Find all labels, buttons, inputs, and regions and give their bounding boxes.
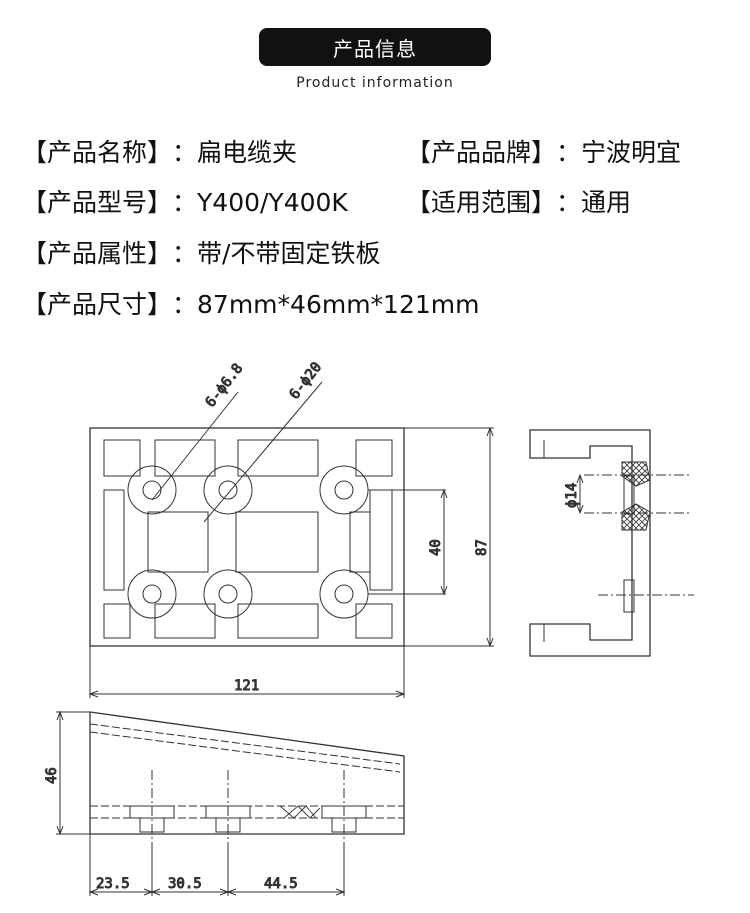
dim-121-label: 121 xyxy=(234,678,259,694)
scope-label: 【适用范围】 xyxy=(406,188,557,217)
dim-46-label: 46 xyxy=(44,767,60,784)
brand-label: 【产品品牌】 xyxy=(406,138,557,167)
dim-40-label: 40 xyxy=(428,539,444,556)
info-row-size: 【产品尺寸】：87mm*46mm*121mm xyxy=(22,290,479,320)
top-view: 46 23.5 30.5 44.5 xyxy=(44,710,405,896)
info-row-brand: 【产品品牌】：宁波明宜 xyxy=(406,138,681,168)
dim-23-5-label: 23.5 xyxy=(96,876,130,892)
info-row-attribute: 【产品属性】：带/不带固定铁板 xyxy=(22,239,380,269)
dim-30-5-label: 30.5 xyxy=(168,876,202,892)
section-title: 产品信息 xyxy=(259,28,491,66)
size-value: ：87mm*46mm*121mm xyxy=(172,290,480,319)
attribute-value: ：带/不带固定铁板 xyxy=(172,239,381,268)
name-value: ：扁电缆夹 xyxy=(172,138,298,167)
section-subtitle: Product information xyxy=(296,75,454,91)
model-value: ：Y400/Y400K xyxy=(172,188,348,217)
hole-large-label: 6-ϕ20 xyxy=(287,359,326,402)
info-row-scope: 【适用范围】：通用 xyxy=(406,188,631,218)
dim-87-label: 87 xyxy=(474,539,490,556)
hole-small-label: 6-ϕ6.8 xyxy=(203,361,247,411)
dim-14-label: ϕ14 xyxy=(564,483,580,508)
size-label: 【产品尺寸】 xyxy=(22,290,173,319)
name-label: 【产品名称】 xyxy=(22,138,173,167)
side-view: ϕ14 xyxy=(529,429,694,657)
scope-value: ：通用 xyxy=(556,188,632,217)
info-row-name: 【产品名称】：扁电缆夹 xyxy=(22,138,297,168)
info-row-model: 【产品型号】：Y400/Y400K xyxy=(22,188,348,218)
brand-value: ：宁波明宜 xyxy=(556,138,682,167)
model-label: 【产品型号】 xyxy=(22,188,173,217)
dim-44-5-label: 44.5 xyxy=(264,876,298,892)
mounting-holes xyxy=(127,465,369,619)
attribute-label: 【产品属性】 xyxy=(22,239,173,268)
front-view: 6-ϕ6.8 6-ϕ20 40 87 121 xyxy=(88,359,494,698)
